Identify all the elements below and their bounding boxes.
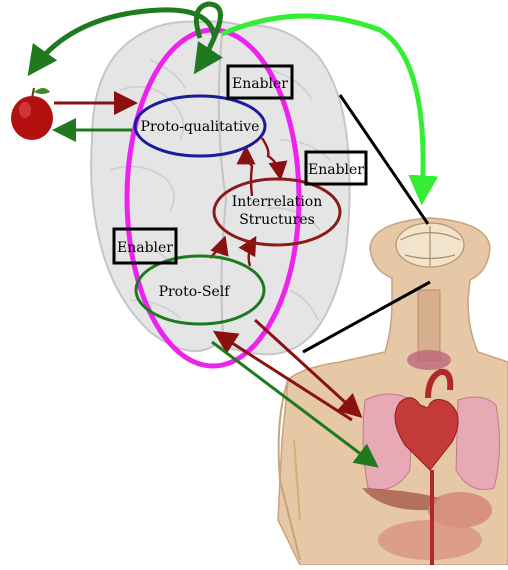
interrelation-label-line2: Structures	[239, 212, 315, 228]
enabler-label-left: Enabler	[117, 240, 173, 256]
apple-icon	[11, 88, 53, 140]
interrelation-label-line1: Interrelation	[232, 194, 323, 210]
enabler-label-right: Enabler	[308, 162, 364, 178]
brain-illustration	[91, 22, 349, 355]
enabler-label-top: Enabler	[232, 76, 288, 92]
brain-body-connector-upper	[340, 95, 428, 224]
proto-qualitative-label: Proto-qualitative	[141, 119, 260, 135]
proto-self-label: Proto-Self	[159, 284, 232, 300]
